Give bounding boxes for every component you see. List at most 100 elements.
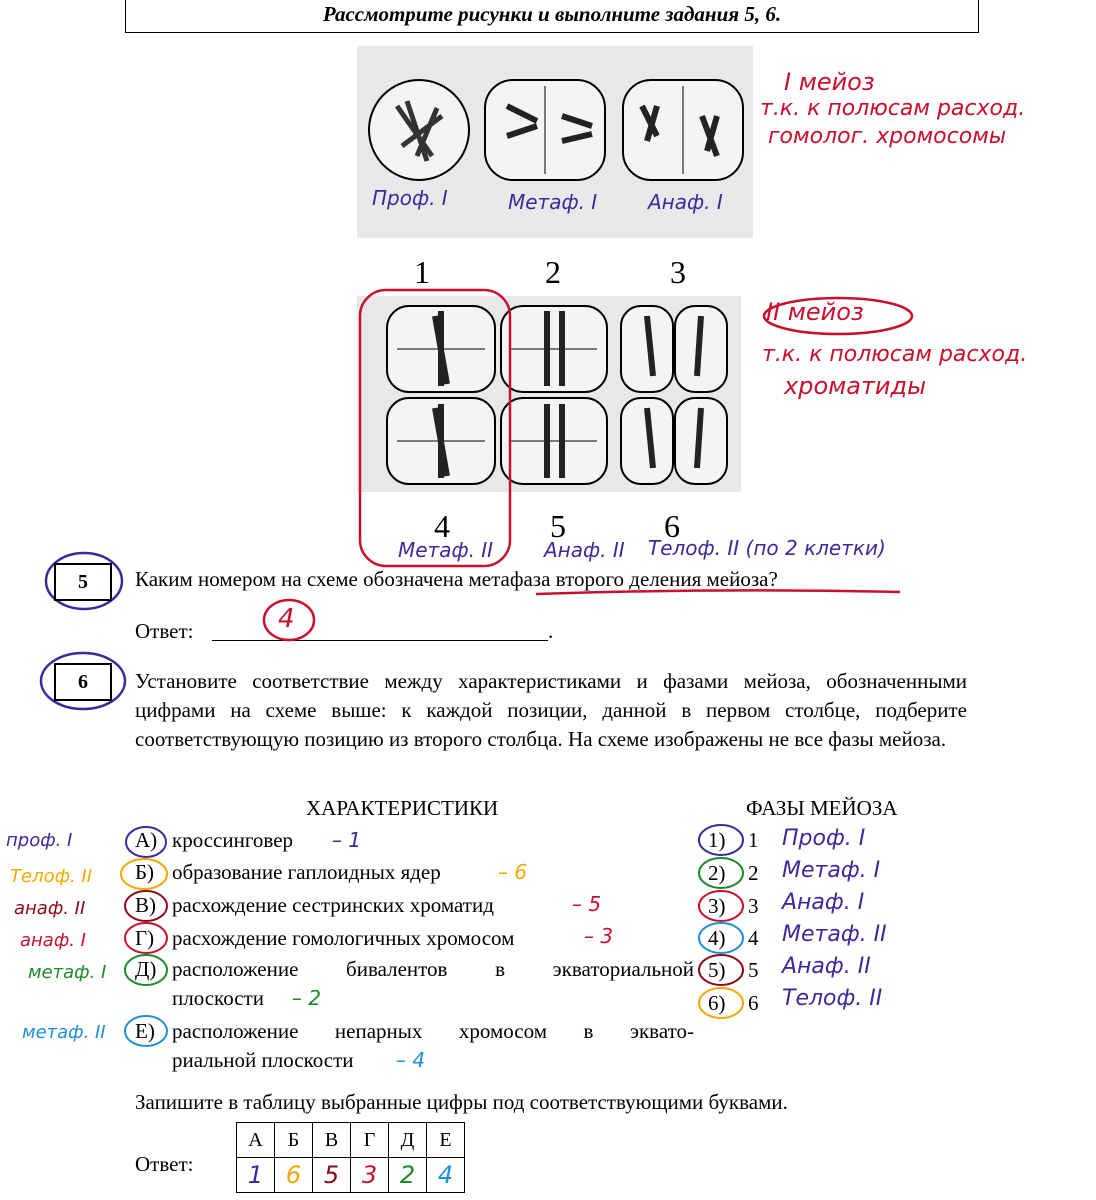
char-d-answer: – 2 [292,986,322,1010]
char-e-ring [124,1015,168,1047]
task5-answer-line[interactable] [212,640,548,641]
label-metaphase-2: Метаф. II [398,538,494,562]
answer-cell-a[interactable]: 1 [236,1157,275,1193]
answer-table: А Б В Г Д Е 1 6 5 3 2 4 [236,1122,465,1193]
phase-2-num: 2) [708,861,726,885]
figure-meiosis-1 [357,46,753,238]
label-telophase-2: Телоф. II (по 2 клетки) [648,536,886,560]
page-title: Рассмотрите рисунки и выполните задания … [322,2,782,26]
header-box: Рассмотрите рисунки и выполните задания … [125,0,979,33]
note-meiosis-1-line3: гомолог. хромосомы [768,124,1007,149]
char-b-side: Телоф. II [10,866,93,887]
answer-cell-e[interactable]: 4 [426,1157,465,1193]
task6-instruction: Запишите в таблицу выбранные цифры под с… [135,1090,788,1114]
label-prophase-1: Проф. I [372,186,448,210]
answer-cell-g[interactable]: 3 [350,1157,389,1193]
phase-5-hw: Анаф. II [782,954,871,979]
answer-table-header-row: А Б В Г Д Е [236,1122,465,1158]
char-a-letter: А) [135,828,158,852]
figure-number-2: 2 [545,254,561,290]
phase-1-hw: Проф. I [782,826,866,851]
phase-4-digit: 4 [748,926,759,950]
task5-number: 5 [54,563,112,601]
phase-2-hw: Метаф. I [782,858,881,883]
phase-3-hw: Анаф. I [782,890,865,915]
phase-6-num: 6) [708,991,726,1015]
phase-4-num: 4) [708,926,726,950]
phase-rings [698,824,744,1019]
answer-header-a: А [236,1122,275,1158]
task5-underline [535,589,901,596]
answer-header-g: Г [350,1122,389,1158]
task5-answer-ring [262,598,316,642]
char-d-text2: плоскости [172,986,264,1010]
char-v-text: расхождение сестринских хроматид [172,893,494,917]
char-g-letter: Г) [135,926,155,950]
char-d-ring [124,954,168,986]
figure-number-6: 6 [664,508,680,544]
figure-number-1: 1 [414,254,430,290]
figure-meiosis-2 [357,296,741,492]
note-meiosis-2-title: II мейоз [766,298,864,326]
note-meiosis-2-line2: т.к. к полюсам расход. [762,342,1028,367]
char-d-letter: Д) [135,957,157,981]
char-v-answer: – 5 [572,892,602,916]
note-meiosis-1-title: I мейоз [784,68,875,96]
phase-5-digit: 5 [748,958,759,982]
task6-text: Установите соответствие между характерис… [135,669,967,751]
char-e-side: метаф. II [22,1022,106,1043]
char-g-ring [124,922,168,954]
note-meiosis-2-ring [762,296,914,336]
answer-table-value-row: 1 6 5 3 2 4 [236,1157,465,1193]
char-v-letter: В) [135,893,156,917]
label-metaphase-1: Метаф. I [508,190,598,214]
label-anaphase-2: Анаф. II [544,538,625,562]
char-a-answer: – 1 [332,828,362,852]
char-g-text: расхождение гомологичных хромосом [172,926,515,950]
task6-ring [39,651,127,711]
phase-2-digit: 2 [748,861,759,885]
char-a-text: кроссинговер [172,828,294,852]
note-meiosis-2-line3: хроматиды [784,372,927,400]
phases-header: ФАЗЫ МЕЙОЗА [746,796,898,820]
answer-cell-b[interactable]: 6 [274,1157,313,1193]
figure-number-4: 4 [434,508,450,544]
phase-4-hw: Метаф. II [782,922,887,947]
answer-header-v: В [312,1122,351,1158]
char-e-letter: Е) [135,1019,155,1043]
answer-header-d: Д [388,1122,427,1158]
task5-answer-dot: . [548,619,554,643]
char-v-side: анаф. II [14,898,86,919]
phase-3-digit: 3 [748,894,759,918]
task5-answer-label: Ответ: [135,619,194,643]
figure-number-5: 5 [550,508,566,544]
char-g-side: анаф. I [20,930,86,951]
label-anaphase-1: Анаф. I [648,190,723,214]
note-meiosis-1-line2: т.к. к полюсам расход. [760,96,1026,121]
char-a-ring [125,826,167,858]
char-b-letter: Б) [135,860,155,884]
phase-6-digit: 6 [748,991,759,1015]
task6-number: 6 [54,663,112,701]
highlight-answer-frame [358,288,512,568]
phase-6-hw: Телоф. II [782,986,883,1011]
char-a-side: проф. I [6,830,73,851]
answer-cell-v[interactable]: 5 [312,1157,351,1193]
char-v-ring [124,890,168,922]
task5-ring [44,551,124,611]
char-b-answer: – 6 [498,860,528,884]
characteristics-header: ХАРАКТЕРИСТИКИ [306,796,499,820]
char-e-text: расположение непарных хромосом в эквато- [172,1019,694,1043]
char-g-answer: – 3 [584,924,614,948]
char-e-answer: – 4 [396,1048,426,1072]
task5-question: Каким номером на схеме обозначена метафа… [135,567,778,591]
char-d-side: метаф. I [28,962,107,983]
char-e-text2: риальной плоскости [172,1048,354,1072]
phase-5-num: 5) [708,958,726,982]
phase-3-num: 3) [708,894,726,918]
char-b-ring [120,858,168,890]
figure-number-3: 3 [670,254,686,290]
char-d-text: расположение бивалентов в экваториальной [172,957,694,981]
answer-header-e: Е [426,1122,465,1158]
answer-cell-d[interactable]: 2 [388,1157,427,1193]
